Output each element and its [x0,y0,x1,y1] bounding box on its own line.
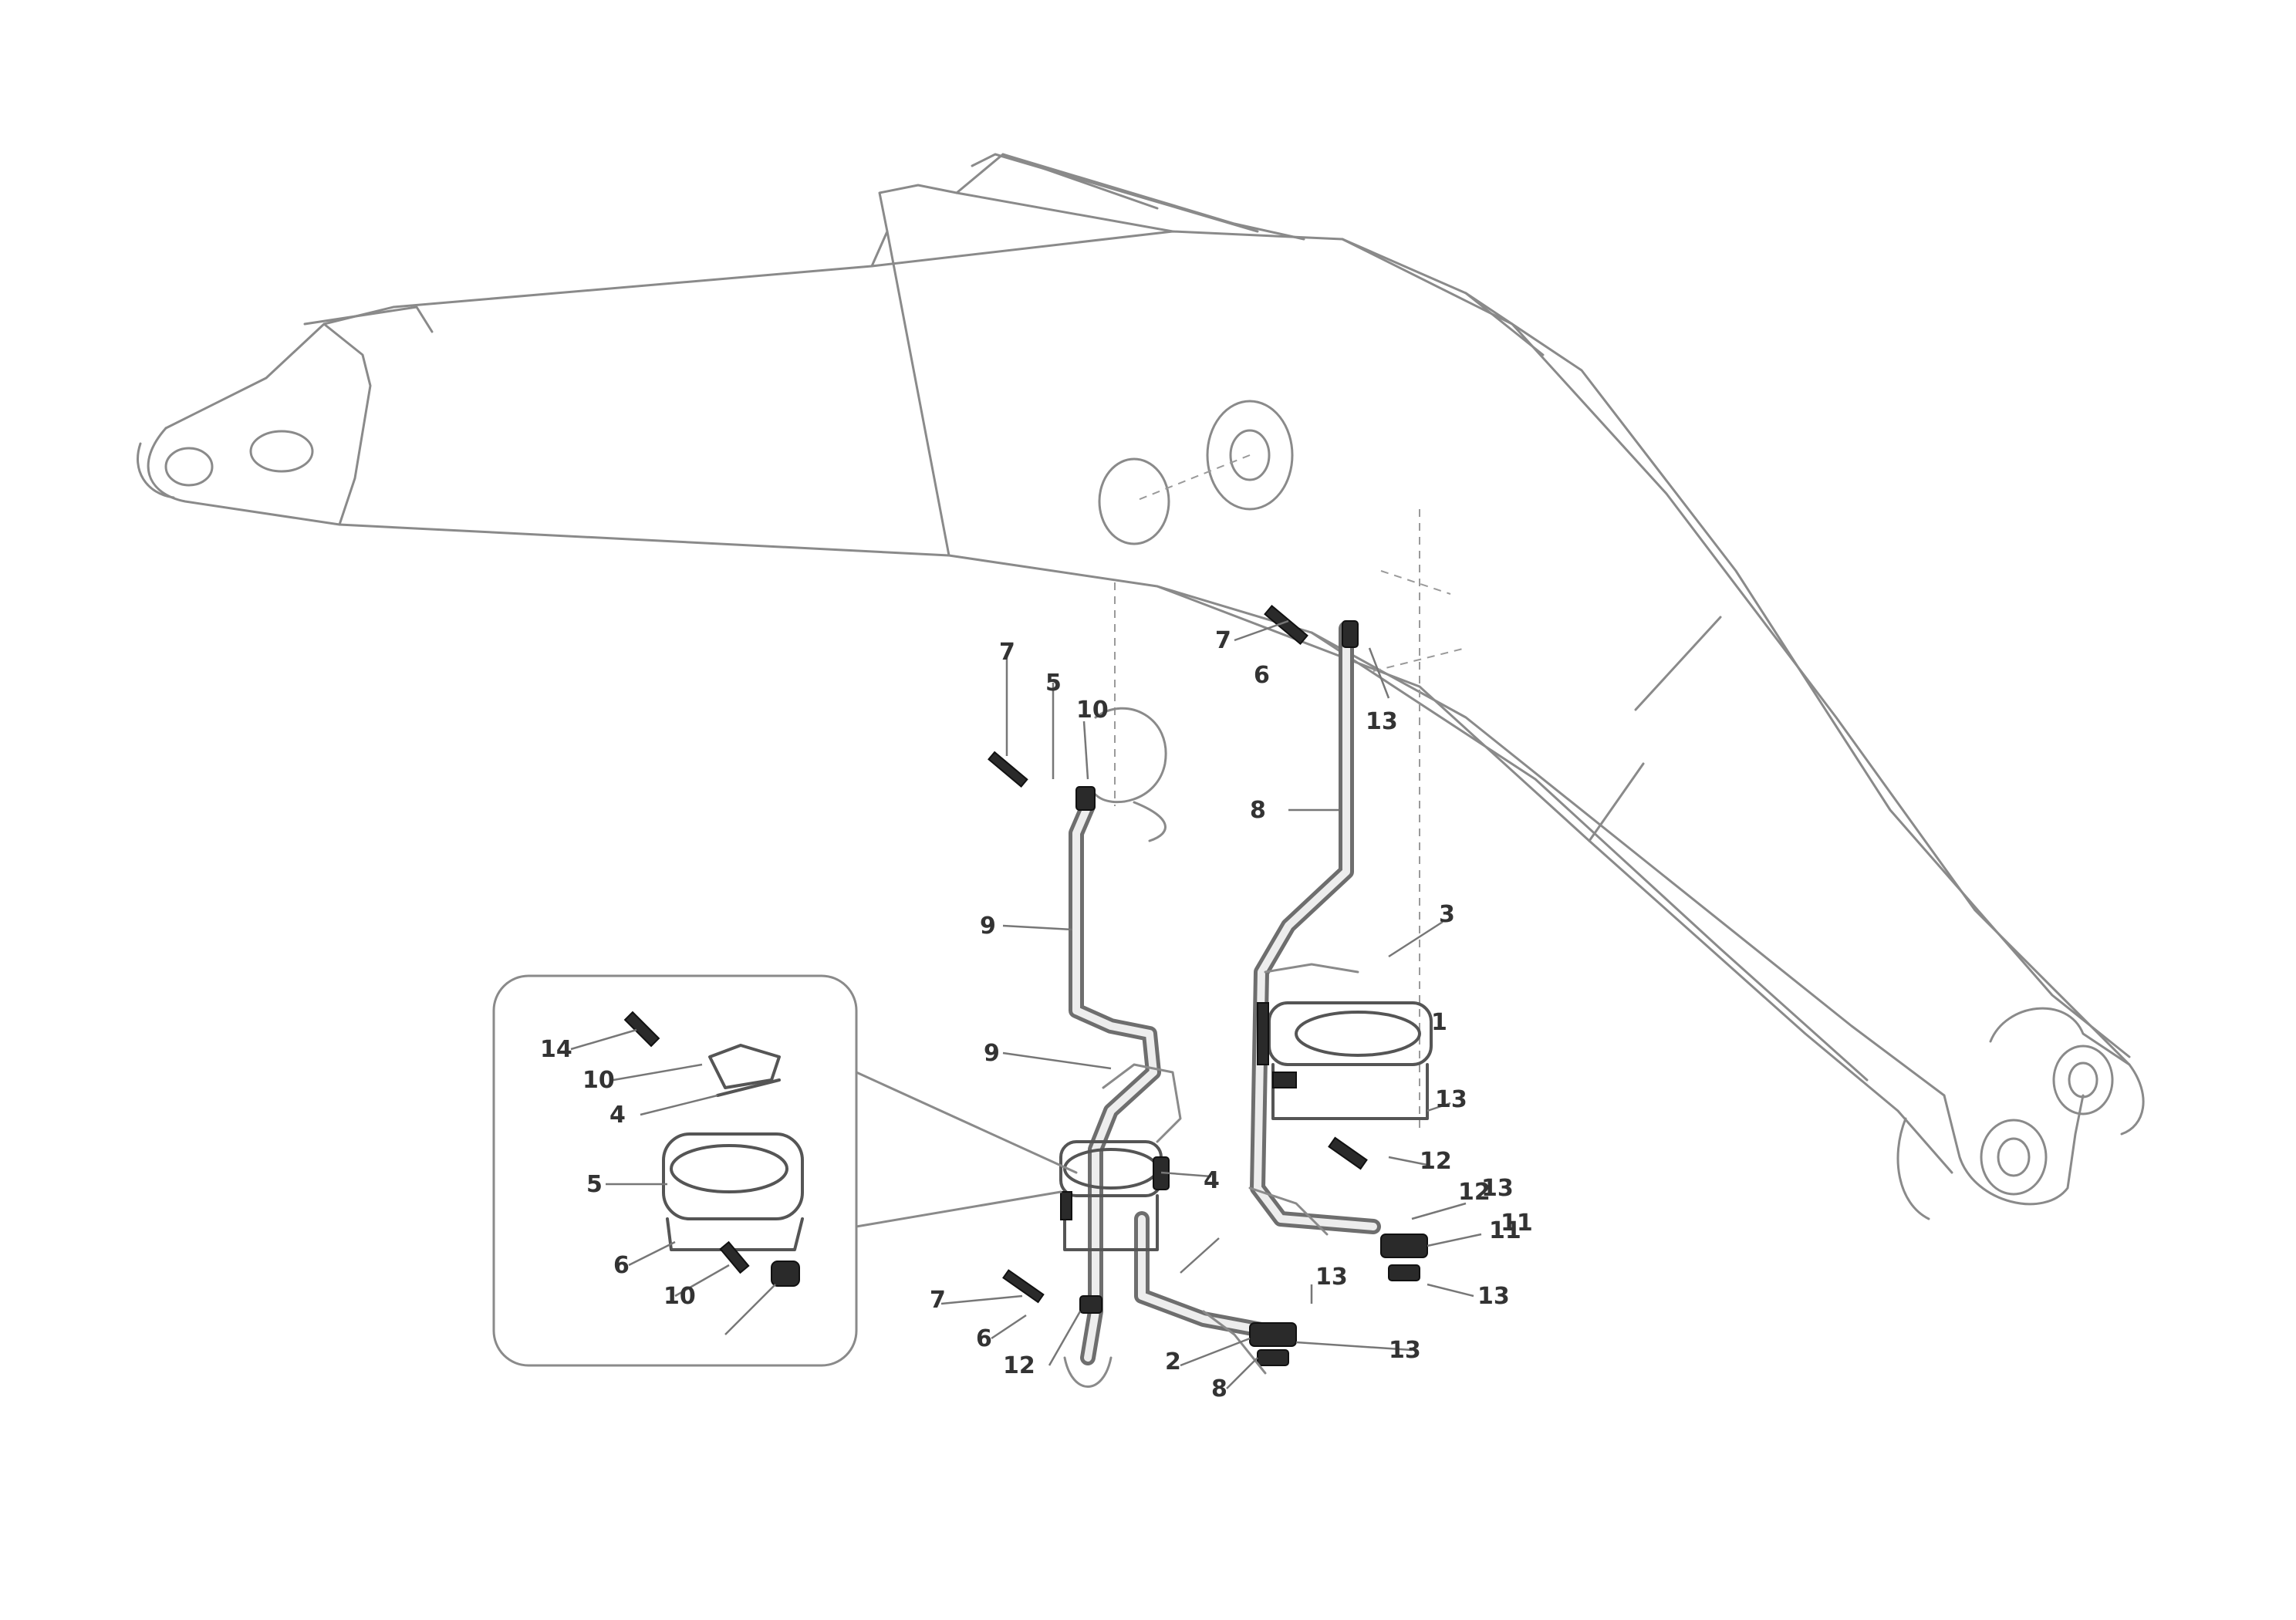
callout: 13 [1315,1264,1348,1291]
callout: 10 [1076,697,1109,724]
callout: 3 [1439,901,1455,928]
callout: 13 [1481,1175,1514,1202]
right-clamp [1264,963,1433,1120]
bolt-set [988,604,1428,1366]
callout: 13 [1435,1086,1467,1113]
callout: 5 [1045,670,1062,697]
callout: 11 [1489,1217,1521,1244]
callout: 7 [999,639,1015,666]
callout: 12 [1420,1148,1452,1175]
callout: 13 [1366,708,1398,735]
callout: 7 [1215,627,1231,654]
callout: 12 [1003,1352,1035,1379]
callout: 6 [613,1252,630,1279]
boom-arm [137,153,2145,1220]
hydraulic-lines [988,509,1467,1388]
callout: 4 [1204,1167,1220,1194]
callout: 13 [1477,1283,1510,1310]
callout: 14 [540,1036,572,1063]
callout: 6 [1254,662,1270,689]
callout: 6 [976,1325,992,1352]
callout: 5 [586,1171,603,1198]
callout: 10 [663,1283,696,1310]
callout: 7 [930,1287,946,1314]
callout: 8 [1211,1375,1227,1402]
callout: 10 [582,1067,615,1094]
callout: 9 [984,1040,1000,1067]
callout: 12 [1458,1179,1491,1206]
callout: 9 [980,913,996,940]
detail-inset [492,974,1078,1367]
leader-lines [570,619,1482,1389]
callout: 2 [1165,1348,1181,1375]
callout: 4 [609,1102,626,1129]
callout-labels: 7 5 10 7 6 13 8 9 9 3 1 13 12 12 13 11 1… [540,627,1533,1402]
callout: 11 [1501,1210,1533,1237]
callout: 1 [1431,1009,1447,1036]
callout: 13 [1389,1337,1421,1364]
callout: 8 [1250,797,1266,824]
